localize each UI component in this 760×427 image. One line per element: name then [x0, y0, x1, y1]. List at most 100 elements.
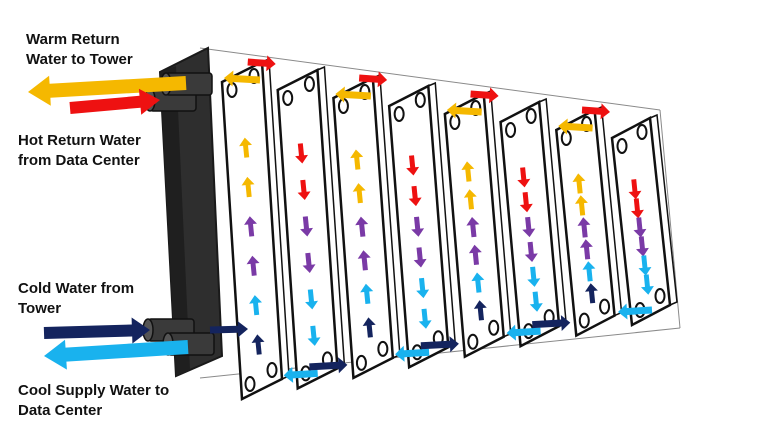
flow-arrow-down [406, 155, 420, 176]
flow-arrow-down [300, 216, 313, 237]
outlet-arrow-warm [224, 70, 261, 87]
flow-arrow-down [636, 236, 649, 257]
frame-edge [160, 66, 190, 376]
plate-1 [220, 57, 290, 401]
flow-arrow-down [297, 179, 311, 200]
inlet-arrow-hot [581, 103, 610, 120]
flow-arrow-down [519, 192, 533, 213]
port-hole [414, 92, 426, 108]
port-hole [488, 319, 500, 336]
flow-arrow-down [638, 255, 652, 276]
flow-arrow-down [524, 241, 538, 262]
flow-arrow-down [411, 216, 425, 237]
flow-arrow-up [580, 239, 593, 260]
flow-arrow-down [307, 325, 321, 346]
port-hole [525, 108, 537, 124]
arrow-cold-into-pack [209, 321, 248, 338]
flow-arrow-up [352, 183, 366, 204]
flow-arrow-up [466, 217, 480, 238]
flow-arrow-up [577, 217, 591, 238]
flow-arrow-up [575, 195, 588, 216]
inlet-arrow-hot [247, 55, 276, 72]
plate-2 [247, 55, 346, 391]
flow-arrow-down [631, 198, 644, 219]
port-hole [244, 376, 256, 392]
flow-arrow-up [249, 295, 262, 316]
port-hole [467, 333, 479, 350]
plate-3 [309, 73, 401, 380]
outlet-arrow-warm [558, 118, 593, 135]
arrow-warm-return [28, 75, 187, 106]
flow-arrow-up [239, 137, 252, 158]
inlet-arrow-cold [420, 336, 459, 353]
port-hole [266, 362, 278, 378]
inlet-arrow-hot [358, 71, 388, 88]
flow-arrow-up [246, 255, 260, 276]
flow-arrow-down [418, 308, 432, 329]
flow-arrow-up [360, 283, 374, 304]
arrow-cold-water [43, 317, 150, 344]
outlet-arrow-cool [395, 345, 430, 362]
flow-arrow-up [461, 161, 475, 182]
flow-arrow-up [362, 317, 376, 338]
flow-arrow-down [302, 252, 316, 273]
flow-arrow-up [473, 300, 487, 321]
port-hole [636, 124, 648, 140]
flow-arrow-up [251, 334, 265, 355]
flow-arrow-down [527, 266, 541, 287]
plate-7 [532, 105, 623, 338]
flow-arrow-down [628, 179, 642, 200]
flow-arrow-up [582, 261, 596, 282]
inlet-arrow-cold [309, 357, 348, 374]
flow-arrow-down [416, 277, 430, 299]
flow-arrow-up [572, 173, 586, 194]
port-hole [393, 106, 405, 122]
flow-arrow-down [633, 217, 647, 238]
port-hole [654, 288, 666, 304]
flow-arrow-up [244, 216, 257, 237]
outlet-arrow-cool [506, 324, 541, 341]
flow-arrow-down [295, 143, 308, 164]
flow-arrow-down [305, 289, 318, 310]
plate-stack [220, 55, 678, 401]
flow-arrow-up [471, 272, 485, 293]
port-hole [505, 122, 517, 138]
outlet-arrow-cool [283, 366, 318, 383]
arrow-hot-return [69, 88, 160, 115]
port-hole [377, 340, 389, 357]
plate-8 [581, 103, 678, 327]
inlet-arrow-cold [532, 315, 571, 331]
outlet-arrow-warm [335, 86, 372, 103]
flow-arrow-up [355, 216, 369, 237]
pipe-connections [28, 72, 248, 370]
plate-6 [470, 87, 567, 349]
port-hole [282, 90, 294, 106]
port-hole [303, 76, 315, 92]
port-hole [599, 298, 611, 315]
outlet-arrow-warm [446, 102, 482, 119]
flow-arrow-up [350, 149, 364, 170]
outline-edge [199, 47, 661, 111]
flow-arrow-down [641, 274, 654, 295]
flow-arrow-up [468, 244, 482, 265]
port-hole [578, 312, 590, 329]
outlet-arrow-cool [618, 303, 653, 320]
port-hole [355, 354, 367, 371]
port-hole [616, 138, 628, 154]
flow-arrow-up [357, 250, 371, 271]
flow-arrow-down [529, 291, 543, 312]
plate-5 [420, 89, 512, 359]
flow-arrow-down [522, 216, 536, 238]
flow-arrow-down [408, 185, 422, 207]
arrow-cool-supply [44, 339, 189, 370]
flow-arrow-down [517, 167, 531, 188]
flow-arrow-down [413, 247, 427, 268]
flow-arrow-up [241, 176, 255, 198]
outline-edge [659, 109, 681, 329]
inlet-arrow-hot [470, 87, 499, 104]
